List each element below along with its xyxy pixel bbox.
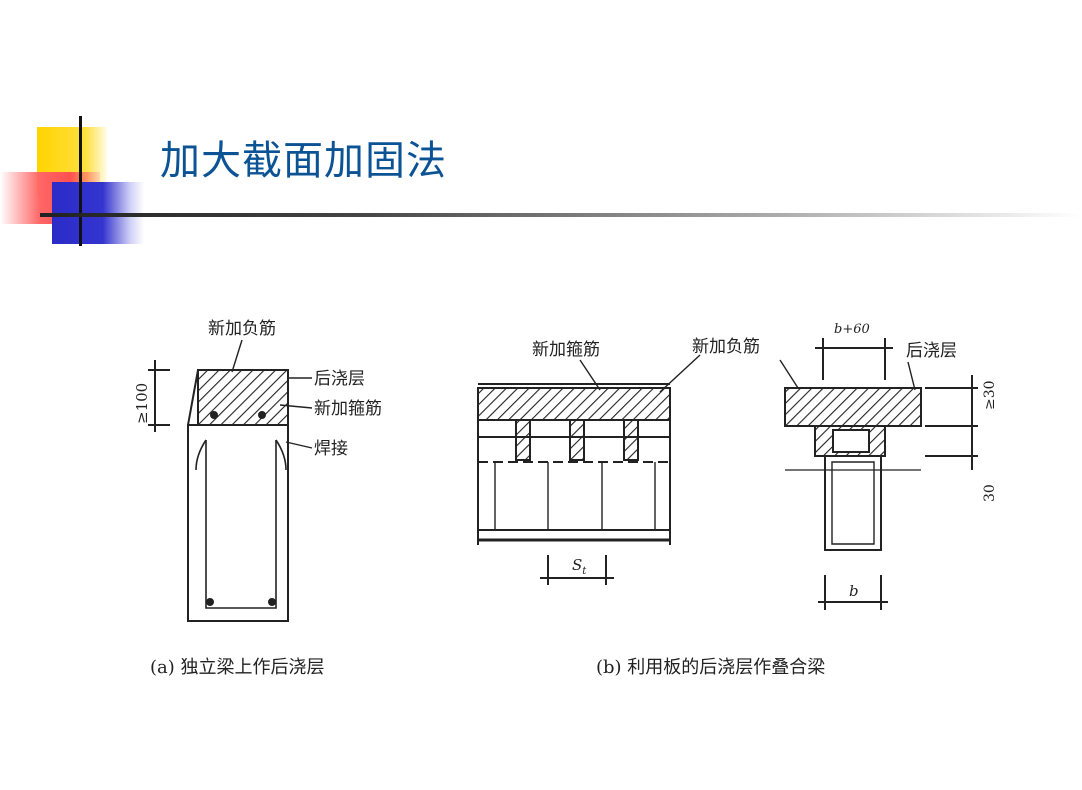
b-label-new-negative-rebar: 新加负筋 xyxy=(692,337,760,357)
diagram-a xyxy=(148,339,313,622)
b-label-post-cast-layer: 后浇层 xyxy=(906,341,957,361)
diagram-b-section xyxy=(779,338,978,610)
b-dim-width: b xyxy=(849,582,859,600)
page-title: 加大截面加固法 xyxy=(160,138,447,184)
b-section-post-cast xyxy=(784,387,922,427)
title-underline xyxy=(40,213,1082,217)
b-dim-right-bottom: 30 xyxy=(982,484,998,502)
a-beam-body xyxy=(187,424,289,622)
b-dim-spacing: St xyxy=(572,556,587,577)
a-label-post-cast-layer: 后浇层 xyxy=(314,369,365,389)
b-caption: (b) 利用板的后浇层作叠合梁 xyxy=(596,657,825,678)
a-label-new-negative-rebar: 新加负筋 xyxy=(208,319,276,339)
b-dim-top: b+60 xyxy=(834,322,870,337)
deco-vertical-line xyxy=(79,116,82,246)
a-label-new-stirrup: 新加箍筋 xyxy=(314,399,382,419)
a-stirrup xyxy=(205,440,277,609)
b-label-new-stirrup: 新加箍筋 xyxy=(532,340,600,360)
a-label-weld: 焊接 xyxy=(314,439,348,459)
a-caption: (a) 独立梁上作后浇层 xyxy=(150,657,325,678)
a-dim-height: ≥100 xyxy=(133,383,151,424)
b-post-cast-layer xyxy=(477,387,671,421)
b-section-beam xyxy=(824,456,882,551)
b-dim-right-top: ≥30 xyxy=(982,380,998,410)
diagram-b-longitudinal xyxy=(477,354,701,585)
